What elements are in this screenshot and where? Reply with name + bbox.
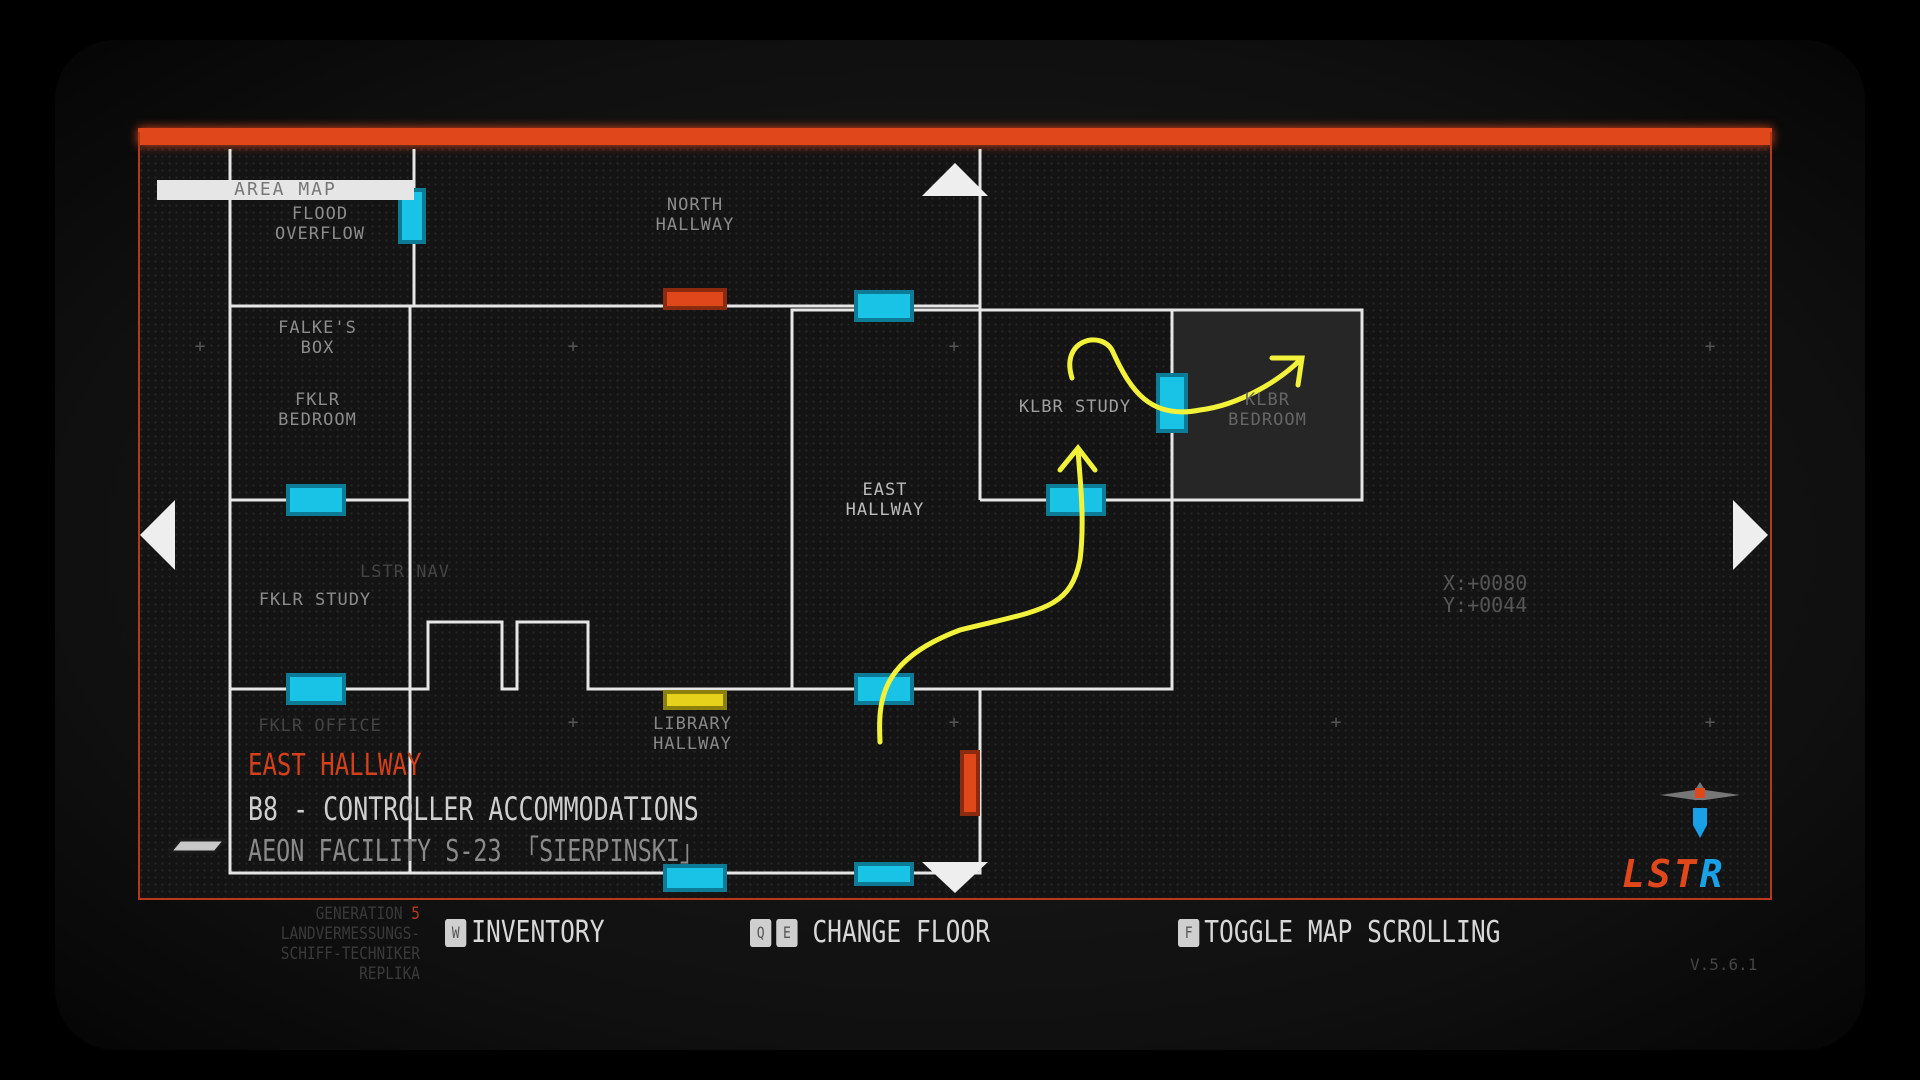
version-label: V.5.6.1 [1690, 955, 1758, 974]
room-label-fklr-office: FKLR OFFICE [258, 716, 382, 736]
coordinate-readout: X:+0080 Y:+0044 [1443, 572, 1527, 616]
room-klbr-bedroom[interactable] [1170, 308, 1364, 502]
coord-x: X:+0080 [1443, 571, 1528, 595]
svg-text:+: + [949, 336, 960, 357]
key-q-icon: Q [750, 918, 772, 947]
door-klbr-study[interactable] [1046, 484, 1106, 516]
current-floor-name: B8 - CONTROLLER ACCOMMODATIONS [248, 790, 699, 828]
yellow-path-annotation [877, 337, 1305, 745]
top-accent-bar [138, 128, 1772, 145]
svg-text:+: + [1705, 336, 1716, 357]
doors [286, 188, 1188, 892]
key-e-icon: E [776, 918, 798, 947]
svg-text:+: + [949, 712, 960, 733]
change-floor-label: CHANGE FLOOR [812, 915, 991, 950]
room-label-east-hallway: EAST HALLWAY [845, 480, 925, 520]
door-yellow[interactable] [663, 690, 727, 710]
inventory-hint[interactable]: W INVENTORY [445, 915, 605, 950]
toggle-scroll-label: TOGGLE MAP SCROLLING [1204, 915, 1501, 950]
door-fklr-bedroom[interactable] [286, 484, 346, 516]
scroll-left-arrow[interactable] [140, 500, 175, 570]
svg-text:+: + [1331, 712, 1342, 733]
door-east-hallway-north[interactable] [854, 290, 914, 322]
door-locked-north[interactable] [663, 288, 727, 310]
key-w-icon: W [445, 918, 467, 947]
svg-text:+: + [568, 336, 579, 357]
svg-text:+: + [1705, 712, 1716, 733]
room-label-klbr-bedroom: KLBR BEDROOM [1228, 390, 1307, 430]
room-label-fklr-study: FKLR STUDY [258, 590, 372, 610]
room-label-flood-overflow: FLOOD OVERFLOW [275, 204, 365, 244]
scroll-down-arrow[interactable] [922, 862, 988, 893]
room-label-fklr-bedroom: FKLR BEDROOM [278, 390, 357, 430]
room-label-lstr-nav: LSTR NAV [360, 562, 450, 582]
room-label-library-hallway: LIBRARY HALLWAY [653, 714, 732, 754]
coord-y: Y:+0044 [1443, 593, 1528, 617]
current-room-name: EAST HALLWAY [248, 748, 422, 783]
door-fklr-study[interactable] [286, 673, 346, 705]
door-locked-east[interactable] [960, 750, 980, 816]
svg-text:+: + [568, 712, 579, 733]
area-map-title: AREA MAP [157, 180, 414, 200]
change-floor-hint[interactable]: Q E CHANGE FLOOR [750, 915, 990, 950]
door-library-south[interactable] [663, 864, 727, 892]
generation-info: GENERATION 5 LANDVERMESSUNGS- SCHIFF-TEC… [280, 904, 420, 984]
room-label-falkes-box: FALKE'S BOX [278, 318, 357, 358]
inventory-label: INVENTORY [471, 915, 605, 950]
facility-name: AEON FACILITY S-23 「SIERPINSKI」 [248, 834, 704, 869]
svg-text:+: + [195, 336, 206, 357]
room-label-klbr-study: KLBR STUDY [1018, 397, 1132, 417]
key-f-icon: F [1178, 918, 1200, 947]
toggle-scroll-hint[interactable]: F TOGGLE MAP SCROLLING [1178, 915, 1500, 950]
lstr-logo: LSTR [1622, 852, 1726, 896]
door-east-south[interactable] [854, 862, 914, 886]
scroll-up-arrow[interactable] [922, 163, 988, 196]
scroll-right-arrow[interactable] [1733, 500, 1768, 570]
door-klbr-bedroom[interactable] [1156, 373, 1188, 433]
room-label-north-hallway: NORTH HALLWAY [655, 195, 735, 235]
map-crosshairs: + + + + + + + + [195, 336, 1716, 733]
floor-stack-icon [166, 838, 229, 854]
winged-emblem-icon [1660, 782, 1740, 838]
